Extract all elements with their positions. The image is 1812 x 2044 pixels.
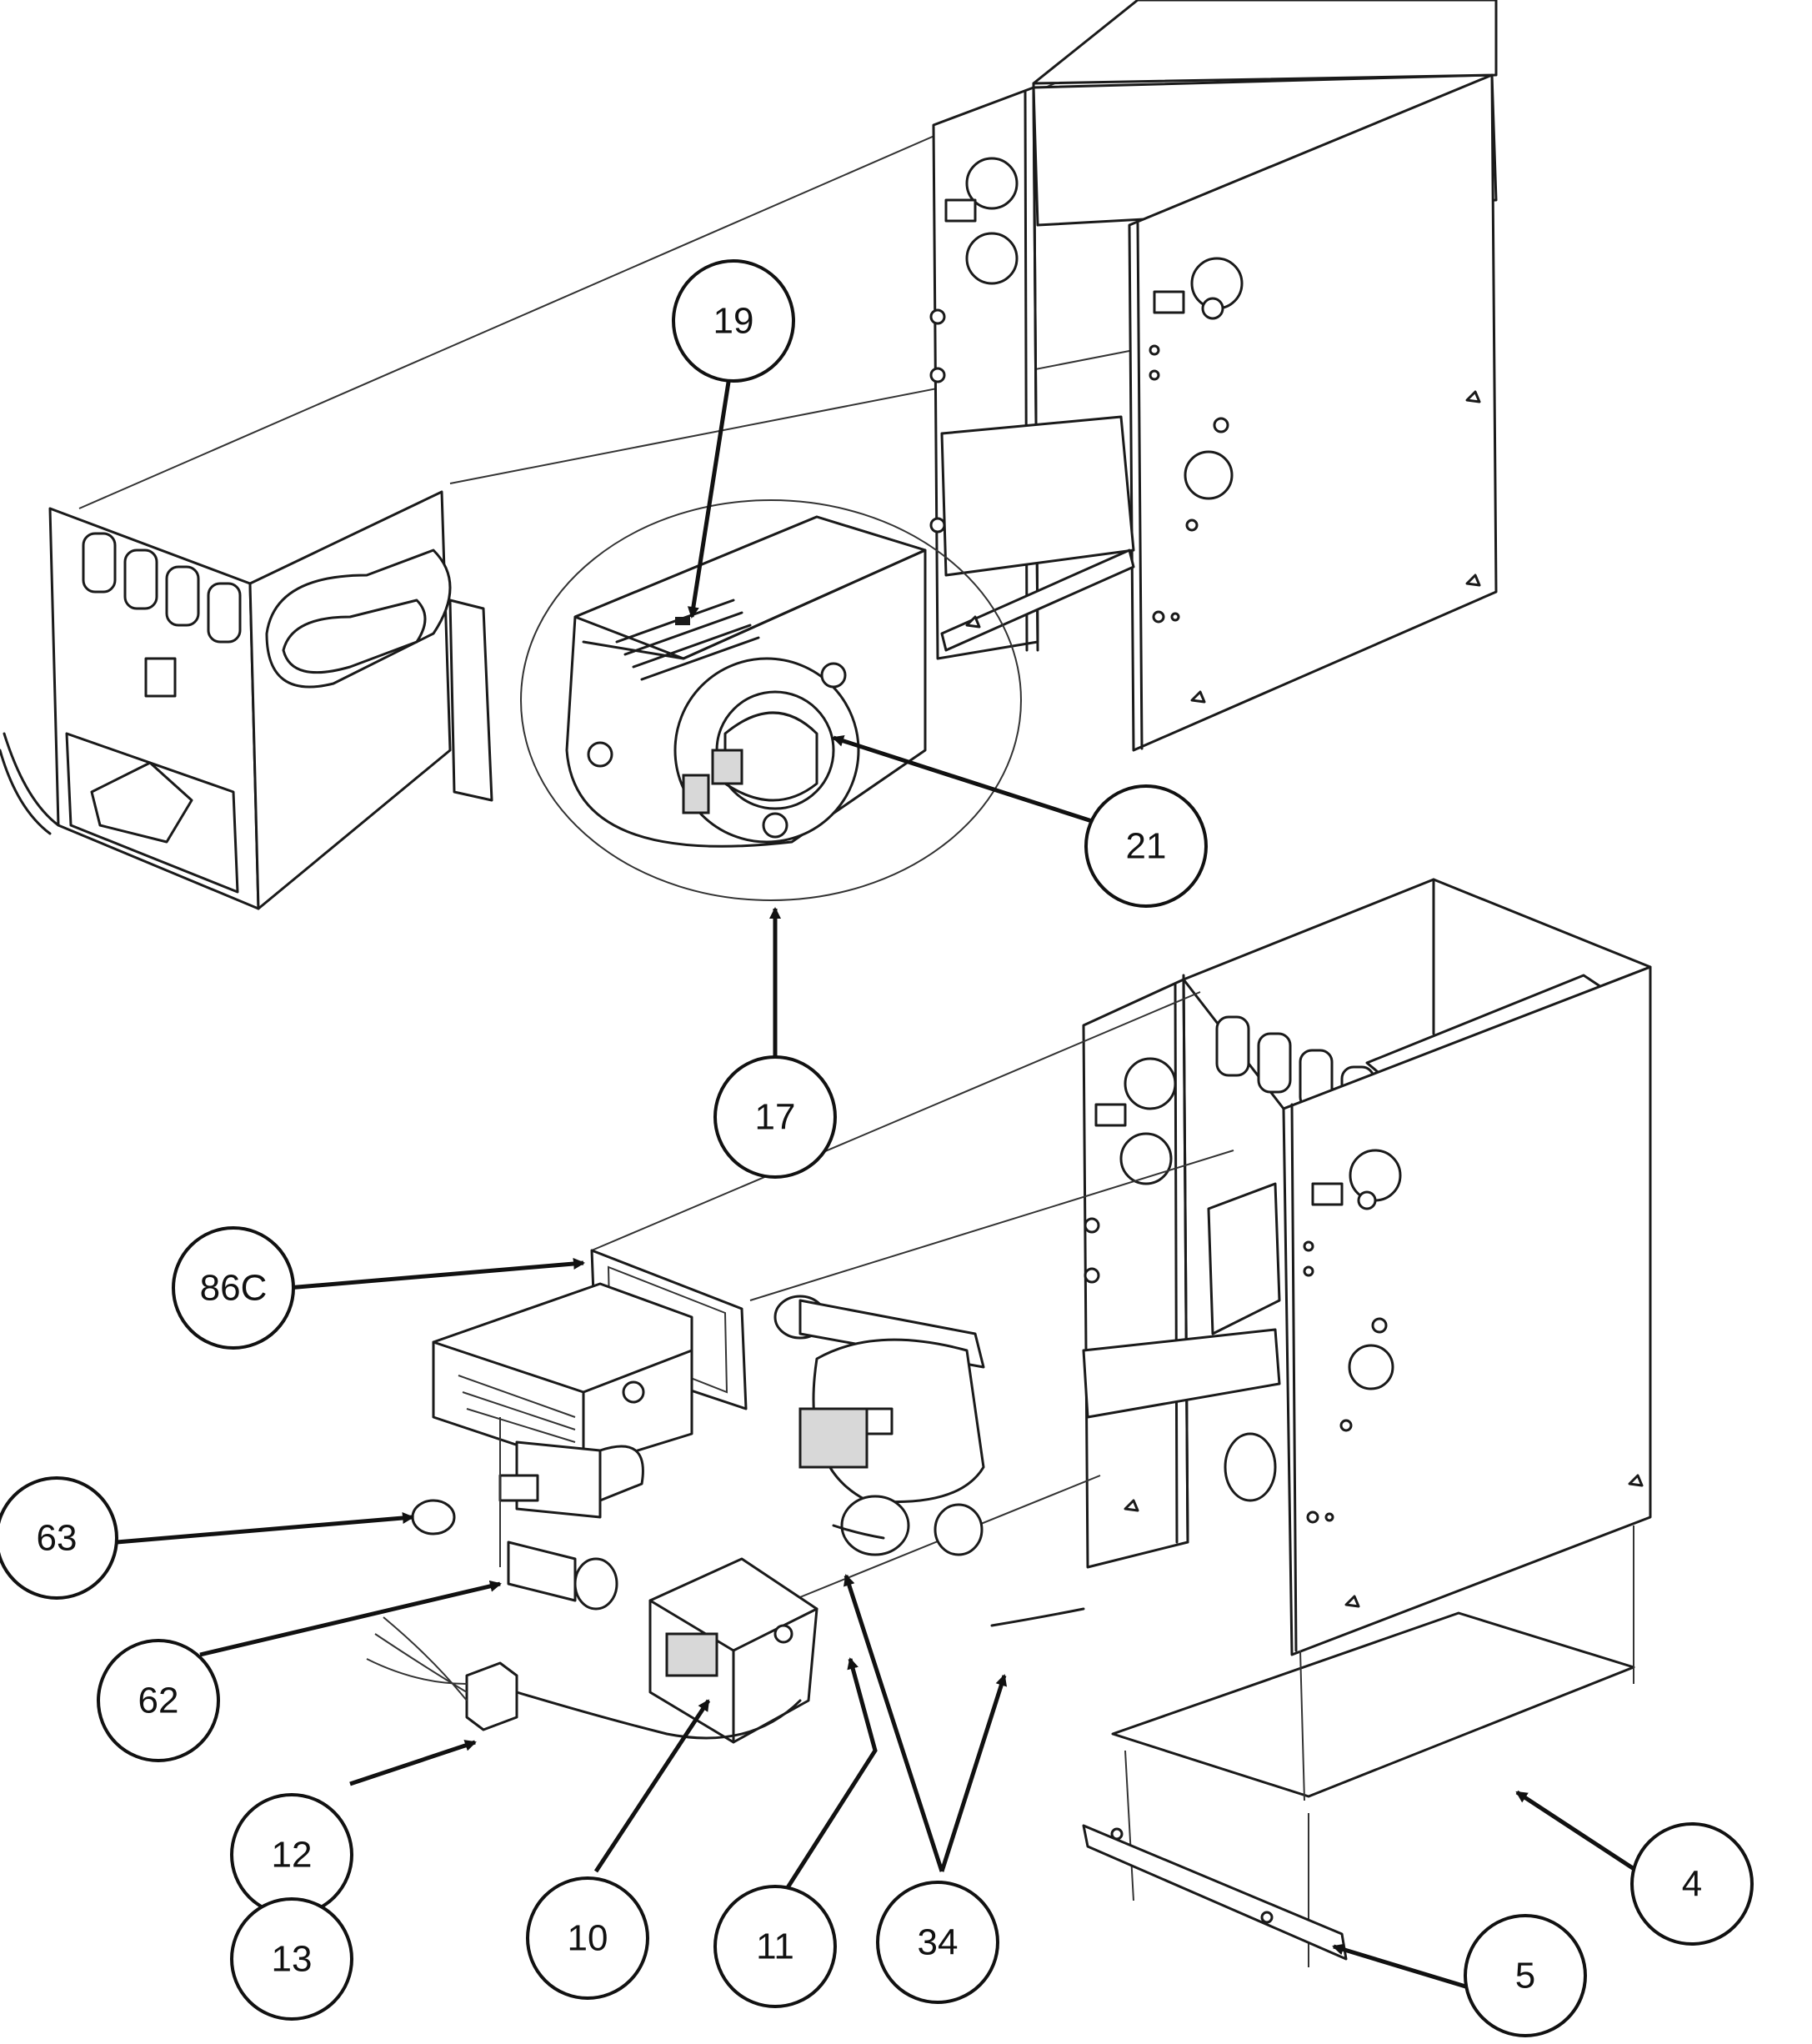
callout-17: 17 xyxy=(713,1055,837,1179)
svg-text:10: 10 xyxy=(568,1918,608,1959)
callout-21: 21 xyxy=(1084,784,1208,908)
svg-text:13: 13 xyxy=(272,1939,313,1980)
callout-4: 4 xyxy=(1630,1822,1754,1946)
lower-cabinet xyxy=(1082,878,1652,1967)
svg-text:19: 19 xyxy=(713,301,754,342)
callout-63: 63 xyxy=(0,1476,118,1600)
callout-62: 62 xyxy=(97,1639,220,1762)
svg-text:4: 4 xyxy=(1682,1864,1702,1905)
callout-5: 5 xyxy=(1464,1914,1587,2037)
callout-11: 11 xyxy=(713,1885,837,2008)
callout-12: 12 xyxy=(230,1793,353,1916)
callout-arrows xyxy=(116,349,1639,1991)
svg-text:86C: 86C xyxy=(200,1268,268,1309)
callout-13: 13 xyxy=(230,1897,353,2021)
svg-text:12: 12 xyxy=(272,1835,313,1876)
callout-19: 19 xyxy=(672,259,795,383)
svg-text:21: 21 xyxy=(1126,826,1167,867)
svg-text:34: 34 xyxy=(918,1922,959,1963)
svg-text:5: 5 xyxy=(1515,1956,1535,1996)
svg-text:63: 63 xyxy=(37,1518,78,1559)
callout-34: 34 xyxy=(876,1881,999,2004)
svg-text:11: 11 xyxy=(756,1926,794,1967)
callout-86c: 86C xyxy=(172,1226,295,1350)
svg-text:62: 62 xyxy=(138,1681,179,1721)
callout-10: 10 xyxy=(526,1876,649,2000)
heat-exchanger-assembly xyxy=(0,70,1134,910)
svg-text:17: 17 xyxy=(755,1097,796,1138)
upper-cabinet xyxy=(929,0,1498,752)
blower-assembly xyxy=(520,499,1022,901)
exploded-components xyxy=(366,991,1234,1744)
